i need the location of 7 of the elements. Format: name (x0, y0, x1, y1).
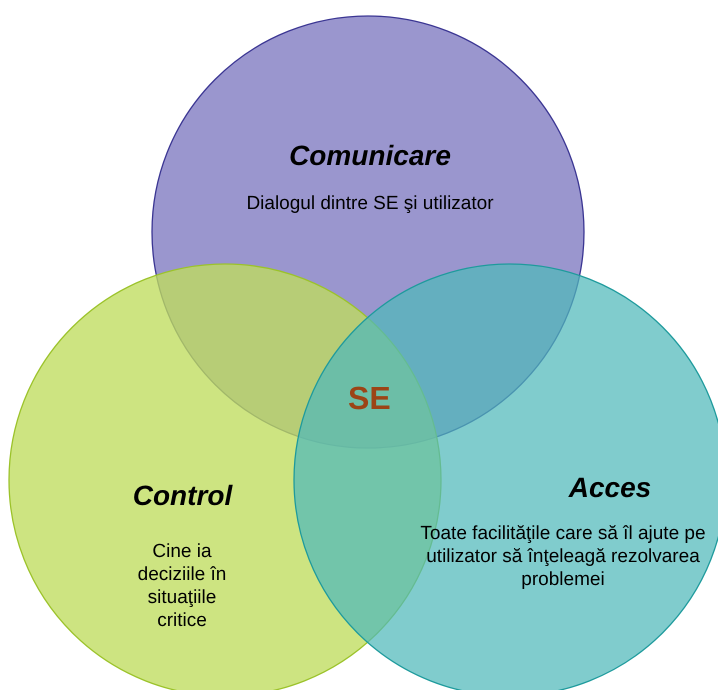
circle-heading: Control (132, 480, 234, 512)
circle-description: Cine ia deciziile în situaţiile critice (136, 540, 228, 632)
circle-description: Dialogul dintre SE şi utilizator (245, 192, 495, 215)
circle-heading: Comunicare (288, 140, 452, 172)
circle-description: Toate facilităţile care să îl ajute pe utilizator să înţeleagă rezolvarea problemei (419, 522, 707, 591)
center-label: SE (348, 380, 391, 417)
circle-heading: Acces (567, 472, 652, 504)
